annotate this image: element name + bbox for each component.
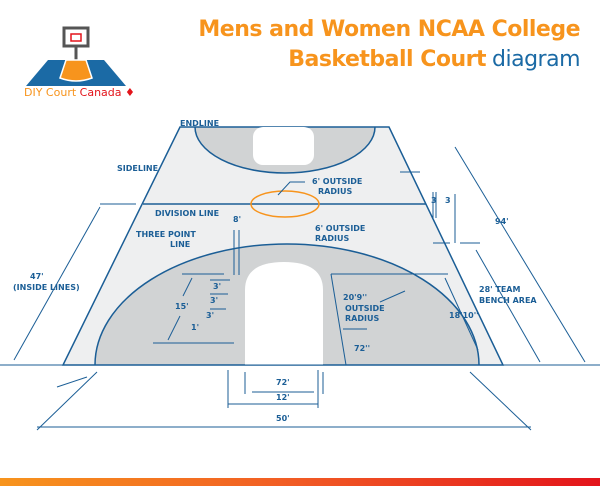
footer-gradient-bar — [0, 478, 600, 486]
label-3ft-a: 3' — [213, 282, 221, 291]
center-circle — [250, 190, 320, 218]
label-lane-72: 72' — [276, 378, 290, 387]
label-3-left: 3 — [431, 196, 437, 205]
far-lane — [253, 127, 314, 165]
label-94ft: 94' — [495, 217, 509, 226]
label-center-radius-1: 6' OUTSIDE — [312, 177, 362, 186]
label-3ft-b: 3' — [210, 296, 218, 305]
label-15ft: 15' — [175, 302, 189, 311]
label-inside-lines: (INSIDE LINES) — [13, 283, 80, 292]
logo-court-icon — [26, 26, 126, 86]
label-bench-1: 28' TEAM — [479, 285, 520, 294]
label-width-50: 50' — [276, 414, 290, 423]
title-suffix: diagram — [492, 47, 580, 72]
label-center-radius-2: RADIUS — [318, 187, 352, 196]
label-1ft: 1' — [191, 323, 199, 332]
logo-text: DIY Court Canada ♦ — [24, 86, 135, 99]
label-bench-2: BENCH AREA — [479, 296, 537, 305]
title-main: Basketball Court — [288, 47, 487, 72]
label-division-line: DIVISION LINE — [155, 209, 219, 218]
lane — [245, 262, 323, 365]
label-arc-radius-2: OUTSIDE — [345, 304, 385, 313]
label-3ft-c: 3' — [206, 311, 214, 320]
label-8ft: 8' — [233, 215, 241, 224]
page-title-line1: Mens and Women NCAA College — [198, 17, 580, 42]
label-lane-12: 12' — [276, 393, 290, 402]
court — [0, 126, 600, 366]
label-3-right: 3 — [445, 196, 451, 205]
label-ft-radius-2: RADIUS — [315, 234, 349, 243]
label-47ft: 47' — [30, 272, 44, 281]
label-18-10: 18'10'' — [449, 311, 479, 320]
label-three-point-2: LINE — [170, 240, 190, 249]
logo-country: Canada — [79, 86, 122, 99]
labels: ENDLINE SIDELINE DIVISION LINE THREE POI… — [13, 119, 537, 423]
dimension-lines — [13, 146, 586, 431]
label-sideline: SIDELINE — [117, 164, 158, 173]
label-three-point-1: THREE POINT — [136, 230, 196, 239]
maple-leaf-icon: ♦ — [125, 86, 135, 99]
label-endline: ENDLINE — [180, 119, 219, 128]
label-72in: 72'' — [354, 344, 370, 353]
label-ft-radius-1: 6' OUTSIDE — [315, 224, 365, 233]
label-arc-radius-3: RADIUS — [345, 314, 379, 323]
logo-brand: DIY Court — [24, 86, 77, 99]
label-arc-radius-1: 20'9'' — [343, 293, 367, 302]
